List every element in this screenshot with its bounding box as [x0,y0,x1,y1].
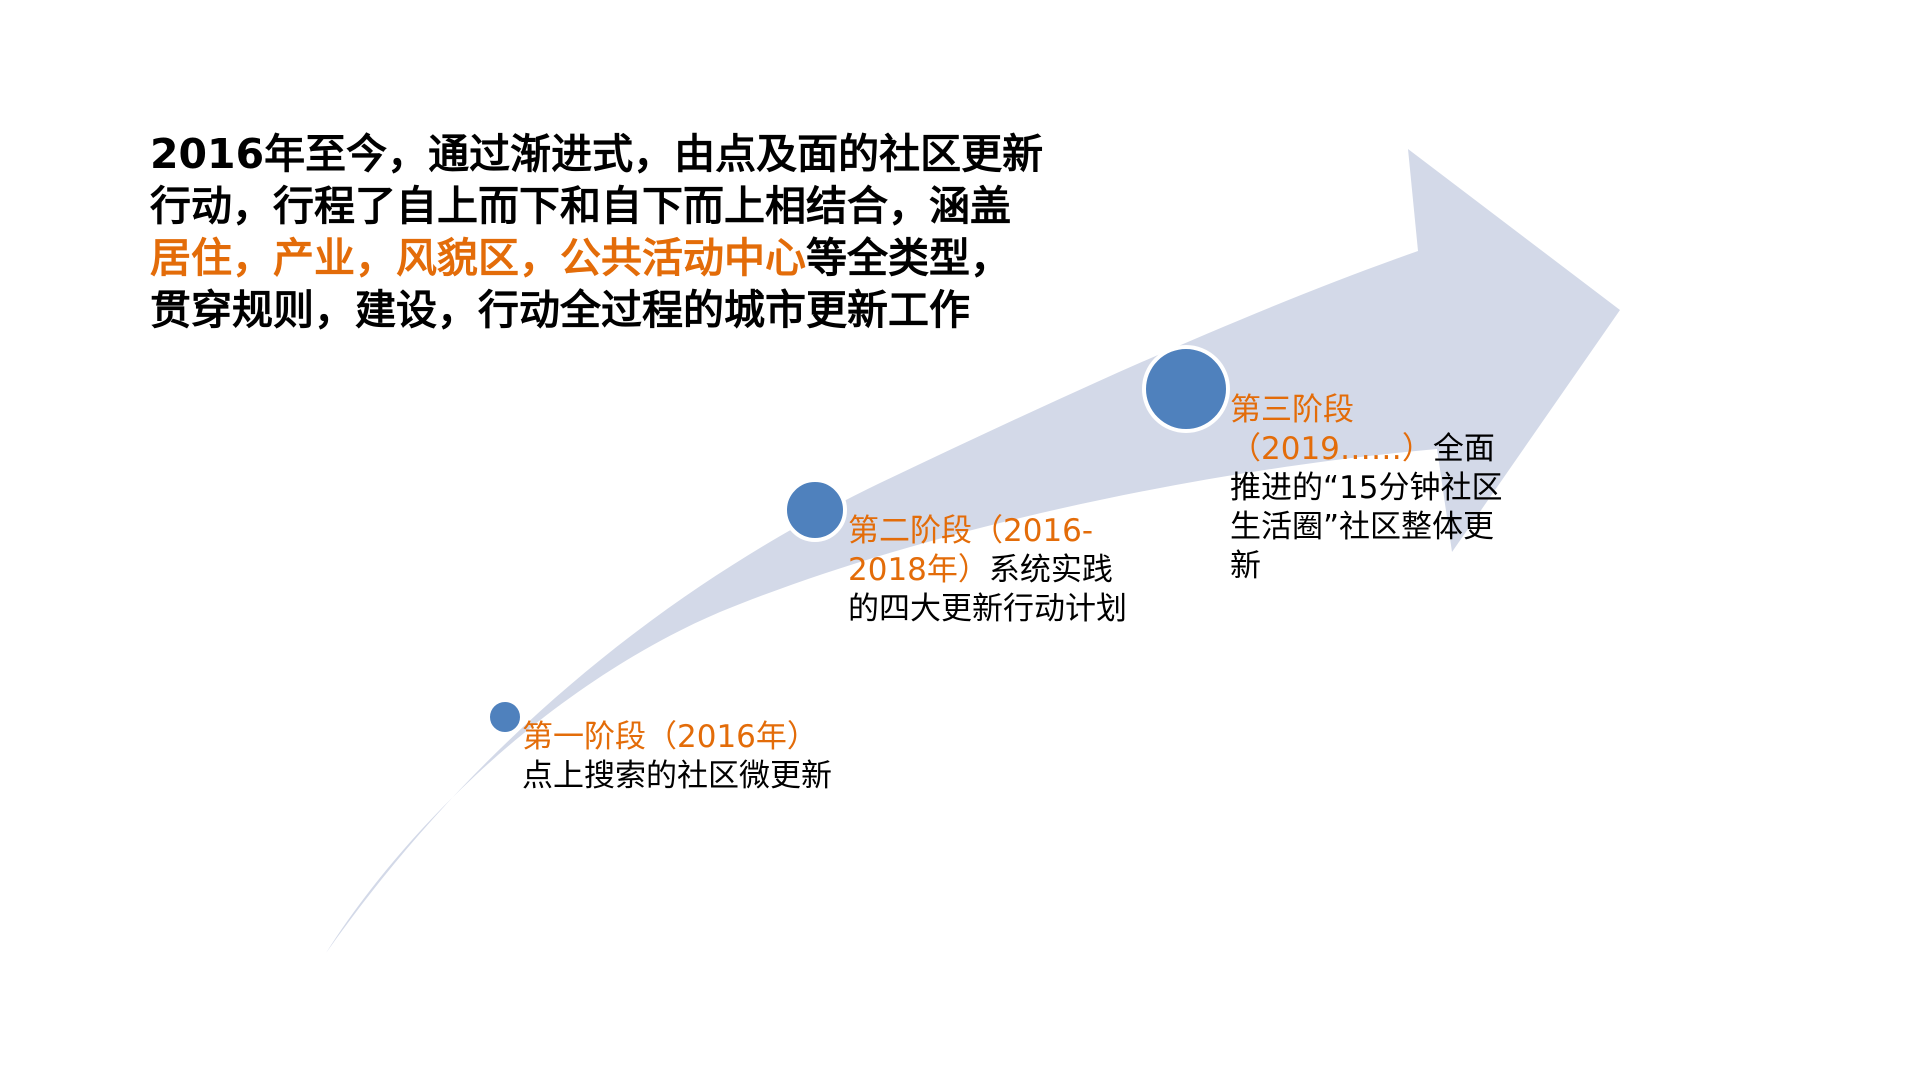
stage-1-label: 第一阶段（2016年） [522,719,818,755]
stage-3-text: 第三阶段（2019……）全面推进的“15分钟社区生活圈”社区整体更新 [1230,391,1520,586]
stage-2-text: 第二阶段（2016-2018年）系统实践的四大更新行动计划 [848,512,1140,629]
headline-text: 2016年至今，通过渐进式，由点及面的社区更新行动，行程了自上而下和自下而上相结… [150,128,1050,336]
stage-3-description: 全面推进的“15分钟社区生活圈”社区整体更新 [1230,431,1503,584]
headline-part-2: 等全类型，贯穿规则，建设，行动全过程的城市更新工作 [150,234,1011,334]
stage-1-node [486,698,524,736]
headline-highlight: 居住，产业，风貌区，公共活动中心 [150,234,806,282]
stage-3-label: 第三阶段（2019……） [1230,392,1433,467]
curved-arrow-shape [326,149,1620,953]
stage-2-node [783,478,847,542]
stage-1-text: 第一阶段（2016年）点上搜索的社区微更新 [522,718,842,796]
headline-part-1: 2016年至今，通过渐进式，由点及面的社区更新行动，行程了自上而下和自下而上相结… [150,130,1044,230]
stage-2-label: 第二阶段（2016-2018年） [848,513,1094,588]
stage-1-description: 点上搜索的社区微更新 [522,758,832,794]
stage-2-description: 系统实践的四大更新行动计划 [848,552,1127,627]
stage-3-node [1142,345,1230,433]
